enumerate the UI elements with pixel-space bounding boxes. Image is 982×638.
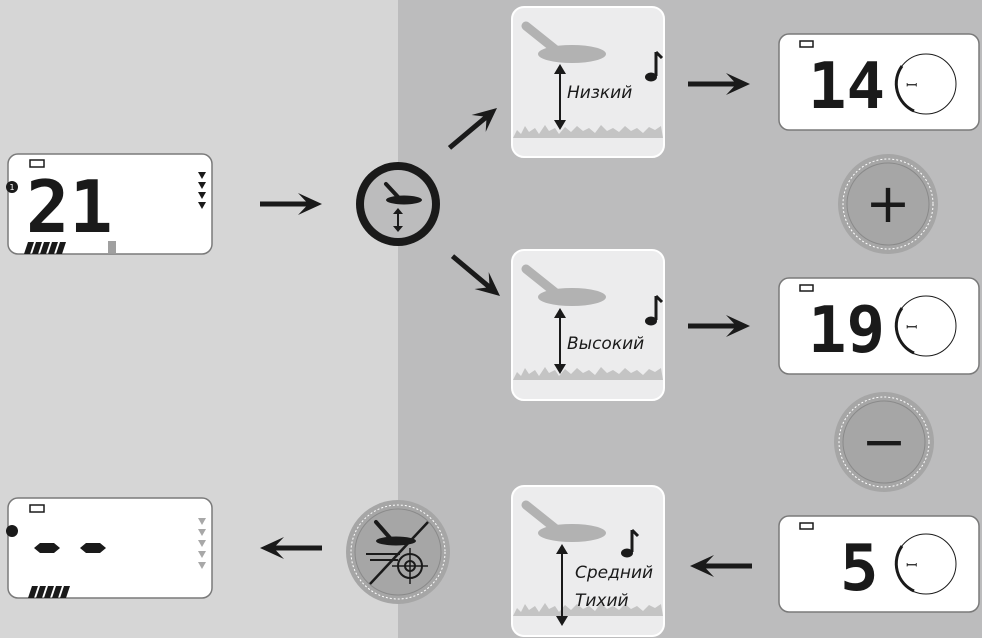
svg-text:ꟷ: ꟷ — [906, 320, 917, 336]
svg-text:1: 1 — [9, 183, 14, 192]
card-high: Высокий — [511, 249, 665, 401]
up-down-arrow — [554, 308, 566, 374]
battery-icon — [799, 40, 814, 48]
bar-segments — [28, 586, 70, 598]
minus-button[interactable]: − — [834, 392, 934, 492]
discrimination-arrows — [198, 172, 206, 209]
svg-text:ꟷ: ꟷ — [906, 78, 917, 94]
main-lcd: 1 21 — [6, 153, 213, 255]
lcd-dashes — [6, 497, 213, 599]
music-note-icon — [621, 528, 640, 558]
label-high: Высокий — [567, 334, 644, 354]
pinpoint-button[interactable] — [346, 500, 450, 604]
music-note-icon — [645, 294, 664, 326]
up-down-arrow — [554, 64, 566, 130]
card-low: Низкий — [511, 6, 665, 158]
battery-icon — [29, 504, 45, 513]
main-digits: 21 — [26, 165, 113, 249]
battery-icon — [29, 159, 45, 168]
coil-updown-icon — [384, 182, 422, 232]
coil-target-crossed-icon — [366, 520, 429, 585]
lcd-quiet: 5 ꟷ — [778, 515, 980, 613]
card-medium: Средний Тихий — [511, 485, 665, 637]
lcd-low-digits: 14 — [808, 50, 885, 124]
lcd-high: 19 ꟷ — [778, 277, 980, 375]
label-medium: Средний — [575, 563, 653, 583]
plus-button[interactable]: + — [838, 154, 938, 254]
lcd-high-digits: 19 — [808, 294, 885, 368]
music-note-icon — [645, 50, 664, 82]
plus-label: + — [865, 172, 910, 235]
bar-segments — [24, 242, 66, 254]
minus-label: − — [861, 410, 906, 473]
svg-text:ꟷ: ꟷ — [906, 558, 917, 574]
battery-icon — [799, 284, 814, 292]
label-quiet: Тихий — [575, 591, 629, 611]
sensitivity-button[interactable] — [356, 162, 440, 246]
label-low: Низкий — [567, 83, 632, 103]
lcd-quiet-digits: 5 — [840, 532, 879, 606]
up-down-arrow — [556, 544, 568, 626]
lcd-low: 14 ꟷ — [778, 33, 980, 131]
discrimination-arrows — [198, 518, 206, 569]
battery-icon — [799, 522, 814, 530]
